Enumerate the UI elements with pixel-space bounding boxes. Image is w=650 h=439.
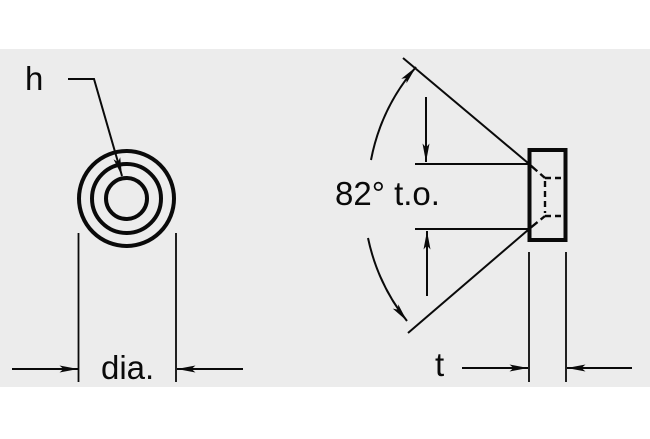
front-view-hole-circle (104, 176, 149, 221)
front-view-countersink-circle (90, 162, 163, 235)
hole-leader-arrow (68, 78, 123, 177)
front-view-outer-circle (77, 149, 176, 248)
countersink-angle-line-lower (407, 229, 529, 334)
countersink-cone-line-top (528, 163, 546, 179)
countersink-angle-label: 82° t.o. (335, 175, 440, 212)
diameter-label: dia. (101, 349, 155, 386)
countersink-angle-line-upper (402, 57, 529, 164)
angle-arc-upper (370, 66, 417, 161)
hole-label: h (25, 60, 44, 97)
thickness-label: t (435, 346, 445, 383)
angle-arc-lower (367, 237, 408, 322)
countersink-cone-line-bottom (528, 215, 546, 230)
side-view-washer-outline (527, 148, 568, 242)
